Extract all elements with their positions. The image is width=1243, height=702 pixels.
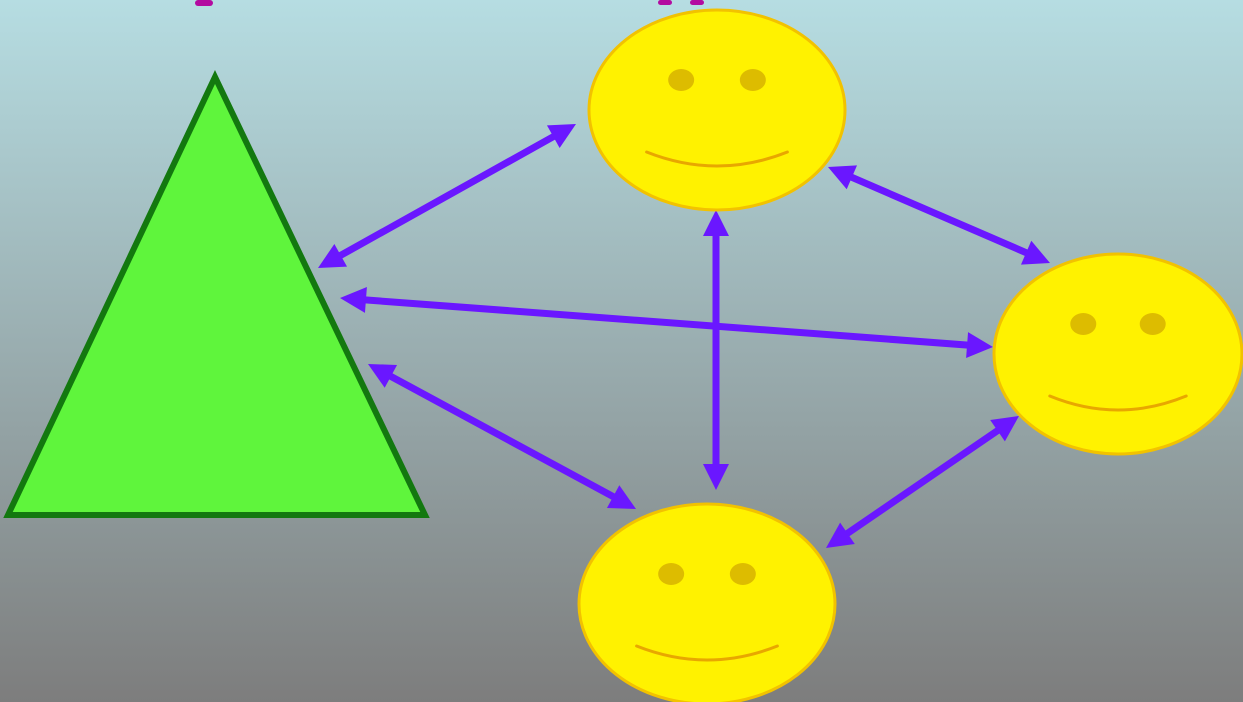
arrowhead: [990, 416, 1019, 442]
arrow-shaft: [840, 424, 1005, 540]
arrow-shaft: [359, 296, 974, 349]
face-circle: [577, 502, 837, 702]
arrowhead: [828, 165, 858, 190]
nodes-layer: [3, 8, 1243, 702]
double-arrow-leader-member-top: [318, 124, 576, 268]
left-eye: [668, 69, 695, 91]
arrow-shaft: [333, 130, 561, 262]
arrowhead: [703, 210, 729, 236]
smile-mouth: [645, 150, 789, 168]
triangle-icon: [3, 70, 430, 518]
double-arrow-member-top-member-bottom: [703, 210, 729, 490]
arrowhead: [1020, 240, 1050, 265]
right-eye: [729, 563, 756, 585]
smiley-face-icon: [992, 252, 1243, 456]
arrowhead: [340, 286, 367, 313]
double-arrow-leader-member-right: [340, 286, 993, 359]
arrowhead: [318, 243, 348, 268]
arrowhead: [368, 364, 398, 388]
arrowhead: [826, 522, 855, 548]
right-eye: [1139, 313, 1166, 335]
arrowhead: [966, 332, 993, 359]
smile-mouth: [635, 644, 779, 662]
arrowhead: [546, 124, 576, 149]
arrow-shaft: [383, 370, 621, 503]
cropped-title-fragment: [195, 0, 704, 6]
arrowhead: [703, 464, 729, 490]
face-circle: [992, 252, 1243, 456]
left-eye: [1070, 313, 1097, 335]
arrowhead: [606, 485, 636, 509]
smiley-face-icon: [577, 502, 837, 702]
double-arrow-leader-member-bottom: [368, 364, 636, 509]
arrows-layer: [318, 124, 1050, 548]
arrow-shaft: [844, 171, 1034, 259]
double-arrow-member-top-member-right: [828, 165, 1050, 265]
left-eye: [658, 563, 685, 585]
right-eye: [739, 69, 766, 91]
double-arrow-member-bottom-member-right: [826, 416, 1019, 548]
smiley-face-icon: [587, 8, 847, 212]
face-circle: [587, 8, 847, 212]
smile-mouth: [1048, 394, 1188, 412]
